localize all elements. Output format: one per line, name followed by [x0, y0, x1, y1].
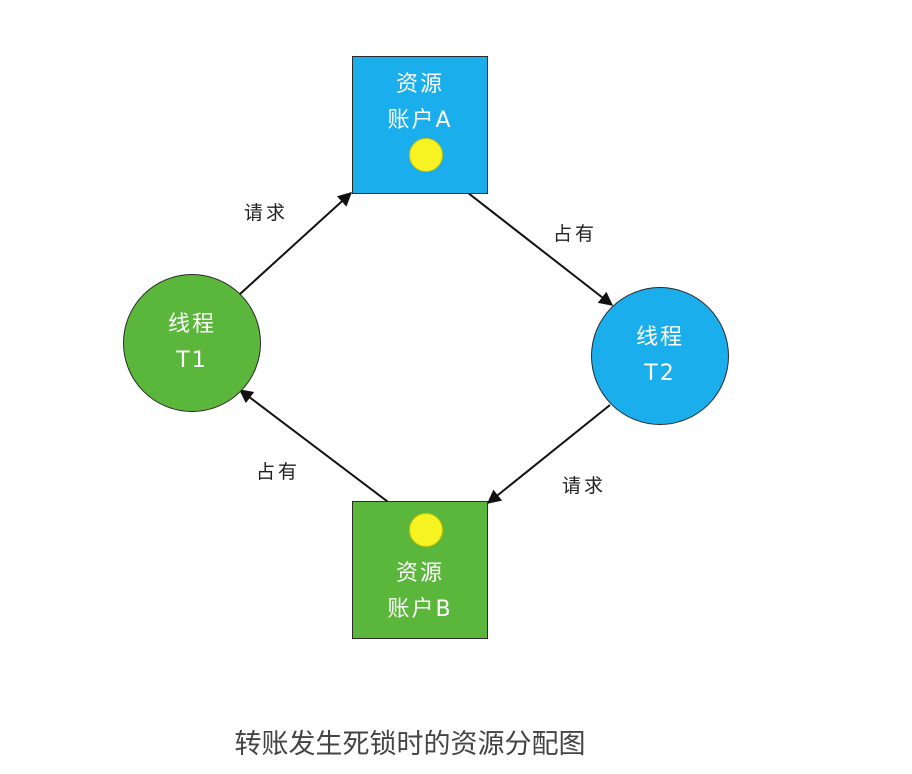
diagram-caption: 转账发生死锁时的资源分配图 [234, 729, 586, 760]
edge-t1-request-a [239, 192, 353, 295]
thread-t1-line2: T1 [176, 348, 208, 373]
resource-a-line1: 资源 [395, 72, 444, 97]
edge-t2-request-b [486, 404, 611, 504]
label-t2-hold: 占有 [553, 223, 598, 245]
resource-a-token-dot [409, 138, 443, 172]
resource-b-line1: 资源 [395, 561, 444, 586]
resource-b-line2: 账户B [387, 597, 453, 622]
thread-t2: 线程 T2 [591, 287, 729, 425]
resource-a-line2: 账户A [387, 108, 453, 133]
resource-account-a: 资源 账户A [352, 56, 488, 194]
thread-t1: 线程 T1 [123, 274, 261, 412]
label-t1-request: 请求 [244, 202, 289, 224]
thread-t1-line1: 线程 [167, 312, 216, 337]
edge-b-held-by-t1 [238, 389, 413, 521]
thread-t2-line1: 线程 [635, 325, 684, 350]
resource-b-token-dot [409, 513, 443, 547]
thread-t2-line2: T2 [644, 361, 676, 386]
label-t2-request: 请求 [562, 475, 607, 497]
label-t1-hold: 占有 [256, 461, 301, 483]
